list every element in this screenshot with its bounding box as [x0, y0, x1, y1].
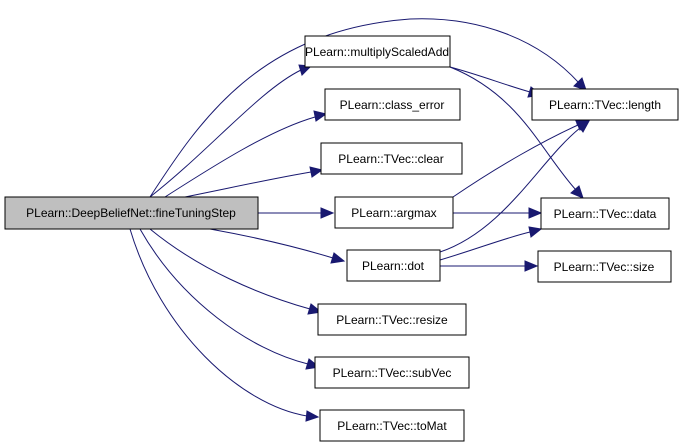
node-fine-tuning-step[interactable]: PLearn::DeepBeliefNet::fineTuningStep [4, 196, 259, 230]
node-label: PLearn::multiplyScaledAdd [305, 45, 449, 59]
node-tvec-clear[interactable]: PLearn::TVec::clear [320, 142, 463, 175]
node-label: PLearn::TVec::size [554, 260, 655, 274]
edge-dot-to-size [440, 260, 539, 272]
node-tvec-subvec[interactable]: PLearn::TVec::subVec [314, 356, 470, 389]
edge-root-to-subVec [139, 228, 321, 370]
edge-root-to-argmax [258, 207, 335, 219]
edge-dot-to-data [439, 226, 543, 261]
node-label: PLearn::TVec::clear [338, 152, 443, 166]
edge-multiplyScaledAdd-to-length [449, 66, 543, 98]
edge-dot-to-length [439, 120, 590, 253]
node-tvec-resize[interactable]: PLearn::TVec::resize [317, 303, 467, 336]
edge-argmax-to-length [452, 120, 590, 198]
node-multiply-scaled-add[interactable]: PLearn::multiplyScaledAdd [304, 35, 451, 68]
node-tvec-size[interactable]: PLearn::TVec::size [537, 250, 672, 283]
node-label: PLearn::TVec::data [554, 207, 657, 221]
node-label: PLearn::dot [362, 259, 425, 273]
node-label: PLearn::TVec::toMat [337, 419, 447, 433]
node-dot[interactable]: PLearn::dot [346, 249, 441, 282]
edge-root-to-toMat [129, 228, 320, 422]
node-argmax[interactable]: PLearn::argmax [334, 196, 454, 229]
edge-root-to-dot [209, 228, 346, 264]
node-class-error[interactable]: PLearn::class_error [324, 88, 461, 121]
node-tvec-data[interactable]: PLearn::TVec::data [540, 197, 670, 230]
node-label: PLearn::DeepBeliefNet::fineTuningStep [26, 206, 236, 220]
edge-root-to-class-error [164, 110, 328, 198]
node-label: PLearn::argmax [351, 206, 436, 220]
node-tvec-tomat[interactable]: PLearn::TVec::toMat [319, 409, 465, 442]
edge-root-to-clear [184, 166, 324, 198]
node-label: PLearn::TVec::subVec [333, 366, 452, 380]
edge-multiplyScaledAdd-to-data [449, 66, 584, 199]
node-label: PLearn::TVec::resize [336, 313, 448, 327]
node-tvec-length[interactable]: PLearn::TVec::length [531, 88, 679, 121]
edge-root-to-resize [149, 228, 323, 315]
edge-argmax-to-data [453, 207, 543, 219]
node-label: PLearn::TVec::length [549, 98, 661, 112]
node-label: PLearn::class_error [340, 98, 445, 112]
edge-root-to-length [149, 18, 587, 198]
edge-root-to-multiplyScaledAdd [149, 64, 313, 198]
